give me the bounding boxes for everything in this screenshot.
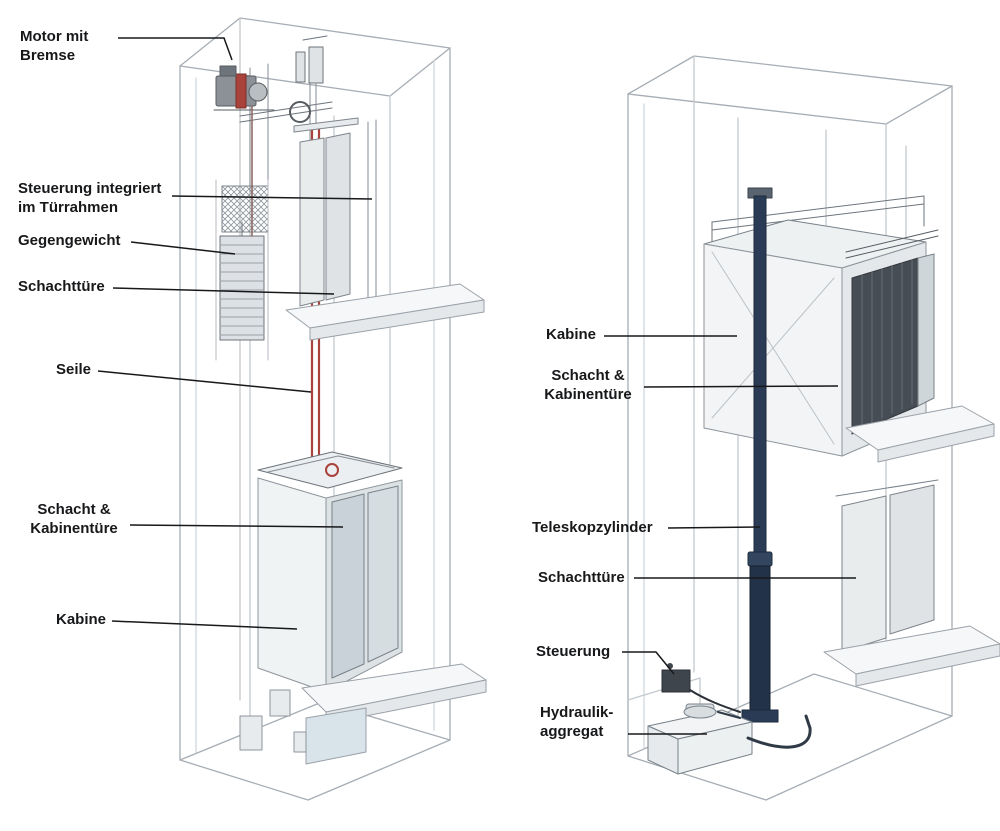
cabin-door-opening-right xyxy=(845,229,939,435)
label-seile: Seile xyxy=(56,361,92,378)
label-kabine-right: Kabine xyxy=(546,326,597,343)
label-schachttuere-right: Schachttüre xyxy=(538,569,625,586)
lower-landing-door-right xyxy=(835,479,939,653)
hydraulic-power-unit xyxy=(647,703,753,775)
left-elevator-diagram xyxy=(179,17,487,801)
traction-sheave xyxy=(289,101,311,123)
right-elevator-diagram xyxy=(627,55,1000,801)
label-gegengewicht: Gegengewicht xyxy=(18,232,121,249)
label-steuerung-integriert: Steuerung integriert im Türrahmen xyxy=(18,180,162,217)
motor-with-brake xyxy=(213,57,333,193)
lower-landing-slab-right xyxy=(823,625,1000,687)
label-steuerung: Steuerung xyxy=(536,643,611,660)
leader-motor-mit-bremse xyxy=(118,37,233,61)
label-schachttuere-left: Schachttüre xyxy=(18,278,105,295)
leader-seile xyxy=(97,370,312,393)
hydraulic-piping xyxy=(717,711,812,749)
leader-teleskopzylinder xyxy=(667,526,761,529)
label-motor-mit-bremse: Motor mit Bremse xyxy=(20,28,89,65)
leader-lines xyxy=(97,37,856,735)
cabin-sheave xyxy=(325,463,339,477)
leader-schacht-kabinentuere-left xyxy=(129,524,344,528)
label-schacht-kabinentuere-left: Schacht & Kabinentüre xyxy=(30,501,118,538)
telescopic-cylinder xyxy=(741,187,779,723)
pit-left xyxy=(239,715,307,753)
control-box xyxy=(661,663,741,713)
leader-gegengewicht xyxy=(130,241,236,255)
cabin-doors-left xyxy=(331,485,399,679)
leader-steuerung xyxy=(622,651,675,675)
lower-landing-slab-left xyxy=(301,663,487,765)
label-kabine-left: Kabine xyxy=(56,611,107,628)
upper-landing-slab-right xyxy=(845,405,995,463)
upper-landing-door xyxy=(293,117,377,307)
upper-landing-slab xyxy=(285,283,485,341)
door-operator-unit xyxy=(295,35,328,129)
label-hydraulikaggregat: Hydraulik- aggregat xyxy=(540,704,614,741)
controller-door-frame-panel xyxy=(221,185,269,233)
leader-steuerung-integriert xyxy=(171,195,373,200)
leader-kabine-left xyxy=(111,620,298,630)
label-teleskopzylinder: Teleskopzylinder xyxy=(532,519,653,536)
label-schacht-kabinentuere-right: Schacht & Kabinentüre xyxy=(544,367,632,404)
leader-schacht-kabinentuere-right xyxy=(643,385,839,388)
leader-schachttuere-left xyxy=(112,287,335,295)
